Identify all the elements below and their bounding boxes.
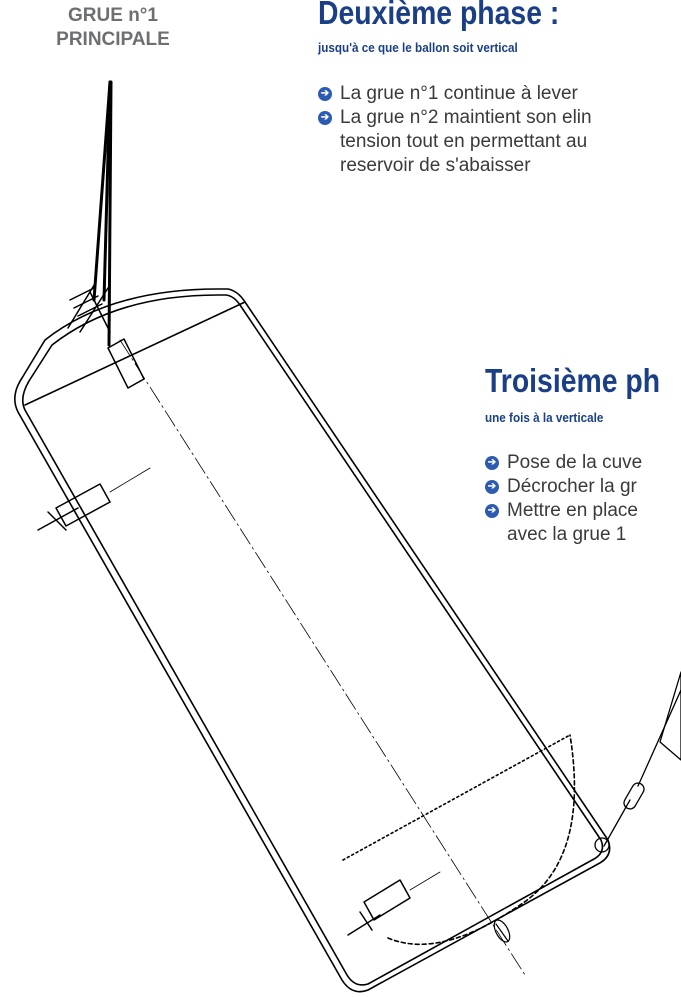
phase-3-bullet-text: Pose de la cuve xyxy=(507,452,643,473)
bottom-trunnion xyxy=(347,871,441,936)
phase-3-bullet: ➔ Mettre en place avec la grue 1 xyxy=(485,499,642,547)
phase-3-bullet-continuation: avec la grue 1 xyxy=(507,524,627,545)
crane-1-sling xyxy=(92,80,113,347)
top-lifting-lug xyxy=(67,281,145,389)
phase-2-bullet-text: La grue n°2 maintient son elin xyxy=(340,107,592,128)
phase-3-bullet-text: Décrocher la gr xyxy=(507,476,637,497)
phase-3-subtitle: une fois à la verticale xyxy=(485,410,604,425)
phase-3-bullet: ➔ Pose de la cuve xyxy=(485,451,642,475)
phase-3-bullet-list: ➔ Pose de la cuve ➔ Décrocher la gr ➔ Me… xyxy=(485,451,642,547)
phase-2-bullet-continuation: tension tout en permettant au xyxy=(340,131,588,152)
phase-2-bullet-continuation: reservoir de s'abaisser xyxy=(340,155,531,176)
arrow-circle-right-icon: ➔ xyxy=(485,480,499,494)
phase-2-bullet-text: La grue n°1 continue à lever xyxy=(340,83,578,104)
crane-1-label: GRUE n°1 PRINCIPALE xyxy=(18,4,208,52)
arrow-circle-right-icon: ➔ xyxy=(485,504,499,518)
side-trunnion xyxy=(37,467,151,531)
tank-centerline xyxy=(119,339,526,976)
phase-2-bullet: ➔ La grue n°2 maintient son elin tension… xyxy=(318,106,592,178)
crane-2-sling xyxy=(594,671,681,853)
phase-2-title: Deuxième phase : xyxy=(318,0,560,31)
arrow-circle-right-icon: ➔ xyxy=(318,87,332,101)
tank-body xyxy=(14,288,611,993)
bottom-nozzle xyxy=(493,919,511,943)
crane-1-label-line1: GRUE n°1 xyxy=(68,5,158,26)
phase-3-title: Troisième ph xyxy=(485,362,661,399)
arrow-circle-right-icon: ➔ xyxy=(485,456,499,470)
phase-2-bullet-list: ➔ La grue n°1 continue à lever ➔ La grue… xyxy=(318,82,592,178)
phase-3-bullet-text: Mettre en place xyxy=(507,500,638,521)
phase-2-subtitle: jusqu'à ce que le ballon soit vertical xyxy=(318,40,518,55)
phase-2-bullet: ➔ La grue n°1 continue à lever xyxy=(318,82,592,106)
phase-3-bullet: ➔ Décrocher la gr xyxy=(485,475,642,499)
crane-1-label-line2: PRINCIPALE xyxy=(56,29,170,50)
arrow-circle-right-icon: ➔ xyxy=(318,111,332,125)
